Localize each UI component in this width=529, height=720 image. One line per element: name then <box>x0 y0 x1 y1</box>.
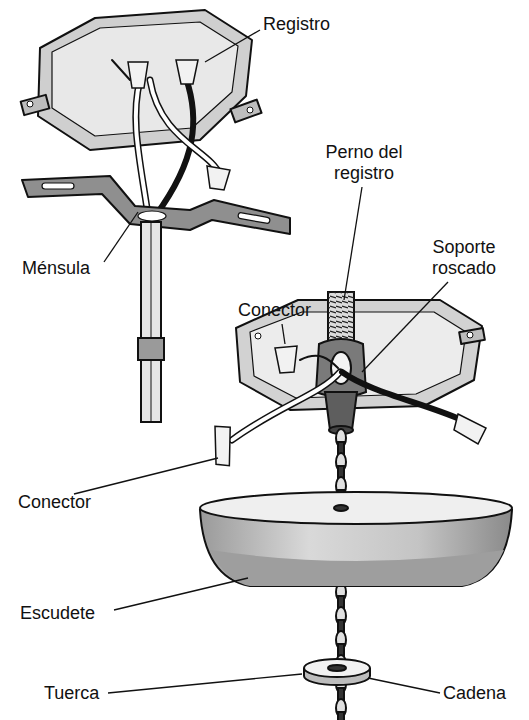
junction-box-lower <box>236 300 485 410</box>
screw-hole <box>27 101 33 107</box>
canopy <box>200 492 512 586</box>
part-label: Conector <box>18 492 91 513</box>
ground-wire <box>112 60 130 80</box>
part-label: Conector <box>238 300 311 321</box>
wire-white <box>232 372 340 440</box>
wire-nuts-upper <box>128 60 230 190</box>
nut-hole <box>328 665 346 671</box>
leader-line <box>104 212 138 262</box>
cable-seam <box>151 222 152 338</box>
nut-top <box>304 659 370 677</box>
part-label: Escudete <box>20 603 95 624</box>
bracket-slot <box>238 212 271 223</box>
canopy-shade <box>210 550 504 586</box>
wire-nut <box>275 346 297 373</box>
wire-nuts-lower <box>204 346 486 470</box>
wire-nut <box>454 414 486 444</box>
cable-seam <box>151 360 152 422</box>
chain-link <box>338 712 344 720</box>
wire-white <box>136 80 148 215</box>
box-body <box>38 10 252 150</box>
ground-wire <box>300 356 338 368</box>
box-face <box>52 22 238 136</box>
cable-band <box>138 338 164 360</box>
screw-hole <box>247 107 253 113</box>
cable <box>138 222 164 422</box>
box-tab <box>230 100 261 123</box>
box-body <box>236 300 482 410</box>
stud-thread <box>328 292 354 344</box>
box-tab <box>21 95 50 115</box>
threaded-support <box>316 292 366 434</box>
wire-nut <box>207 166 230 190</box>
wire-white-outline <box>136 80 148 215</box>
wire-nut <box>128 62 148 88</box>
wires-upper <box>112 60 220 215</box>
support-neck <box>325 392 357 430</box>
leader-line <box>205 30 260 62</box>
canopy-rim <box>200 492 512 524</box>
leader-line <box>114 578 248 610</box>
wire-nut <box>176 60 198 84</box>
part-label: Cadena <box>443 683 506 704</box>
leader-line <box>344 187 362 300</box>
canopy-hole <box>334 505 348 511</box>
leader-line <box>368 678 440 693</box>
leader-line <box>108 674 302 693</box>
leader-line <box>362 282 448 372</box>
screw-hole <box>255 333 261 339</box>
bracket-hole <box>138 211 166 221</box>
wire-white <box>150 80 220 175</box>
leader-line <box>282 324 285 344</box>
wire-black <box>342 372 462 420</box>
wire-white-outline <box>232 372 340 440</box>
leader-line <box>74 458 218 494</box>
box-tab <box>459 328 485 344</box>
part-label: Soporte roscado <box>420 237 508 279</box>
part-label: Perno del registro <box>318 142 410 184</box>
wires-lower <box>232 356 462 440</box>
screw-hole <box>467 332 473 338</box>
junction-box-upper <box>21 10 262 150</box>
wire-white-outline <box>150 80 220 175</box>
part-label: Registro <box>263 14 330 35</box>
nut <box>304 659 370 685</box>
leader-lines <box>74 30 448 693</box>
wire-nut <box>204 422 243 470</box>
cable-body <box>141 222 161 422</box>
part-label: Ménsula <box>22 258 90 279</box>
part-label: Tuerca <box>44 683 99 704</box>
box-face <box>250 312 466 398</box>
bracket-slot <box>42 183 74 189</box>
box-stud <box>328 292 354 344</box>
